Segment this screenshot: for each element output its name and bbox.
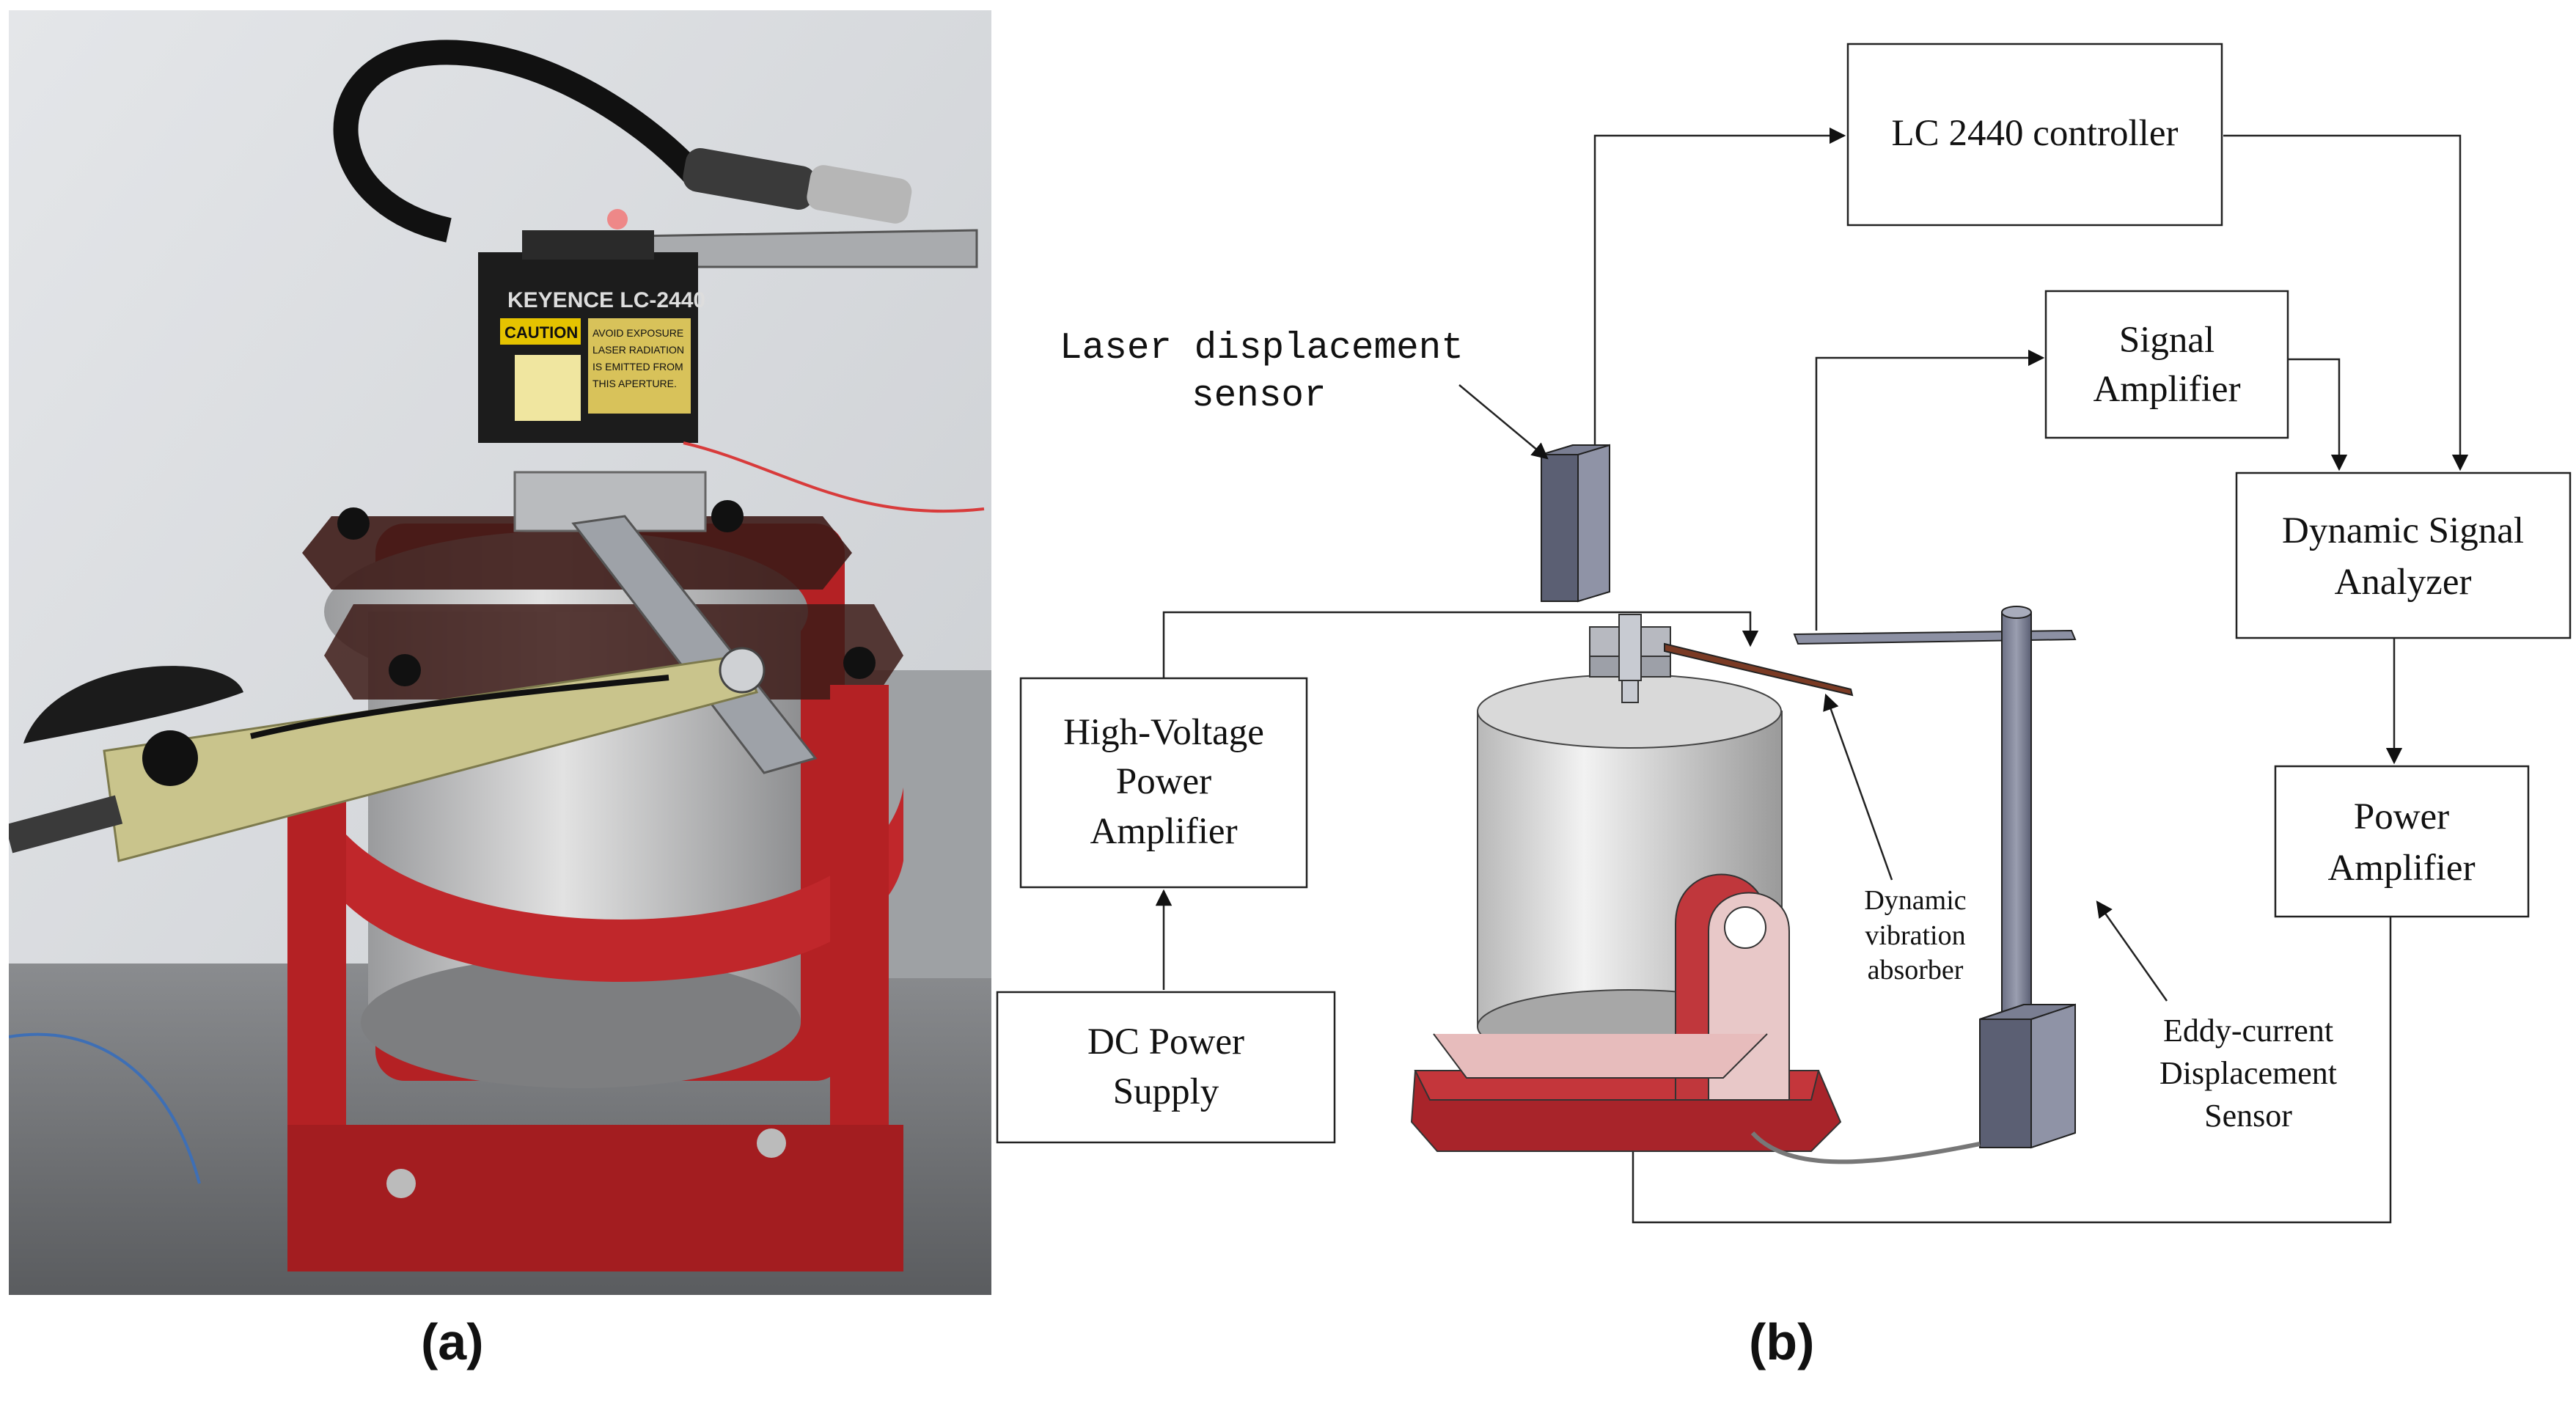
caution-text: CAUTION — [504, 323, 578, 342]
schematic-diagram: LC 2440 controller Signal Amplifier Dyna… — [996, 43, 2572, 1224]
bolt-3 — [389, 654, 421, 686]
connector-ring — [807, 165, 912, 224]
accelerometer — [719, 647, 766, 694]
warning-line-3: IS EMITTED FROM — [592, 361, 683, 372]
shaker-bottom — [361, 956, 801, 1088]
signal-amp-to-analyzer-line — [2288, 358, 2348, 471]
eddy-sensor-cable — [1750, 1131, 1981, 1164]
laser-label-line-1: Laser displacement — [1060, 328, 1464, 370]
support-ring — [317, 788, 903, 982]
laser-indicator — [607, 209, 628, 230]
eddy-label-line-2: Displacement — [2159, 1055, 2337, 1091]
analyzer-line-1: Dynamic Signal — [2282, 510, 2524, 551]
absorber-label-line-1: Dynamic — [1864, 885, 1966, 916]
clamp-knob — [142, 730, 198, 786]
dynamic-vibration-absorber-beam — [1664, 642, 1854, 697]
signal-amp-line-2: Amplifier — [2093, 369, 2240, 410]
eddy-current-sensor-model — [1793, 606, 2077, 1149]
laser-sensor-model — [1541, 444, 1610, 603]
caption-a: (a) — [421, 1313, 484, 1370]
red-wire — [683, 441, 985, 513]
clamp-rod — [9, 795, 123, 854]
warning-sticker — [588, 318, 691, 414]
bolt-2 — [711, 500, 744, 532]
accelerometer-cable — [250, 675, 669, 739]
absorber-label-arrow — [1823, 693, 1893, 881]
dc-supply-line-2: Supply — [1113, 1071, 1219, 1112]
warning-line-2: LASER RADIATION — [592, 344, 684, 356]
hv-amp-line-3: Amplifier — [1090, 811, 1237, 852]
clamp-plate-upper — [302, 516, 852, 590]
shaker-base — [287, 1125, 903, 1271]
high-voltage-amplifier-box: High-Voltage Power Amplifier — [1019, 677, 1308, 889]
cable-connector — [683, 147, 816, 210]
base-bolt-1 — [386, 1169, 416, 1198]
hv-amp-line-2: Power — [1116, 761, 1211, 802]
power-amp-line-1: Power — [2354, 796, 2449, 837]
laser-label-arrow — [1458, 384, 1549, 460]
signal-amplifier-box: Signal Amplifier — [2044, 290, 2289, 439]
sensor-top — [522, 230, 654, 260]
dc-supply-line-1: DC Power — [1087, 1021, 1244, 1062]
eddy-label-arrow — [2096, 900, 2168, 1002]
lc2440-controller-box: LC 2440 controller — [1846, 43, 2223, 227]
analyzer-line-2: Analyzer — [2335, 562, 2472, 603]
blue-wire — [9, 1032, 201, 1184]
power-amplifier-box: Power Amplifier — [2274, 765, 2530, 918]
absorber-label-line-2: vibration — [1865, 920, 1965, 951]
shaker-leg-right — [830, 685, 889, 1169]
shaker-leg-left — [287, 773, 346, 1169]
hv-amp-to-absorber-line — [1162, 611, 1759, 678]
bolt-4 — [843, 647, 876, 679]
absorber-label-line-3: absorber — [1868, 955, 1964, 986]
eddy-to-signal-amp-line — [1815, 349, 2045, 631]
spec-label — [515, 355, 581, 421]
power-amp-line-2: Amplifier — [2327, 848, 2475, 889]
laser-to-controller-line — [1593, 127, 1846, 451]
controller-to-analyzer-line — [2223, 134, 2469, 471]
base-bolt-2 — [757, 1128, 786, 1158]
eddy-label-line-1: Eddy-current — [2163, 1013, 2333, 1049]
warning-line-1: AVOID EXPOSURE — [592, 327, 683, 339]
bolt-1 — [337, 507, 370, 540]
warning-line-4: THIS APERTURE. — [592, 378, 677, 389]
eddy-label-line-3: Sensor — [2204, 1098, 2292, 1134]
dc-power-supply-box: DC Power Supply — [996, 991, 1336, 1144]
shaker-model — [1410, 614, 1842, 1152]
dynamic-signal-analyzer-box: Dynamic Signal Analyzer — [2235, 471, 2572, 639]
signal-amp-line-1: Signal — [2119, 320, 2214, 361]
caution-label — [500, 318, 581, 345]
sensor-cable — [333, 40, 708, 243]
caption-b: (b) — [1749, 1313, 1815, 1370]
laser-label-line-2: sensor — [1192, 375, 1326, 417]
experimental-setup-photo: KEYENCE LC-2440 CAUTION AVOID EXPOSURE L… — [9, 10, 991, 1295]
hv-amp-line-1: High-Voltage — [1063, 712, 1264, 753]
clamp-handle — [23, 666, 243, 744]
controller-label: LC 2440 controller — [1892, 113, 2179, 154]
sensor-brand-text: KEYENCE LC-2440 — [507, 288, 705, 312]
